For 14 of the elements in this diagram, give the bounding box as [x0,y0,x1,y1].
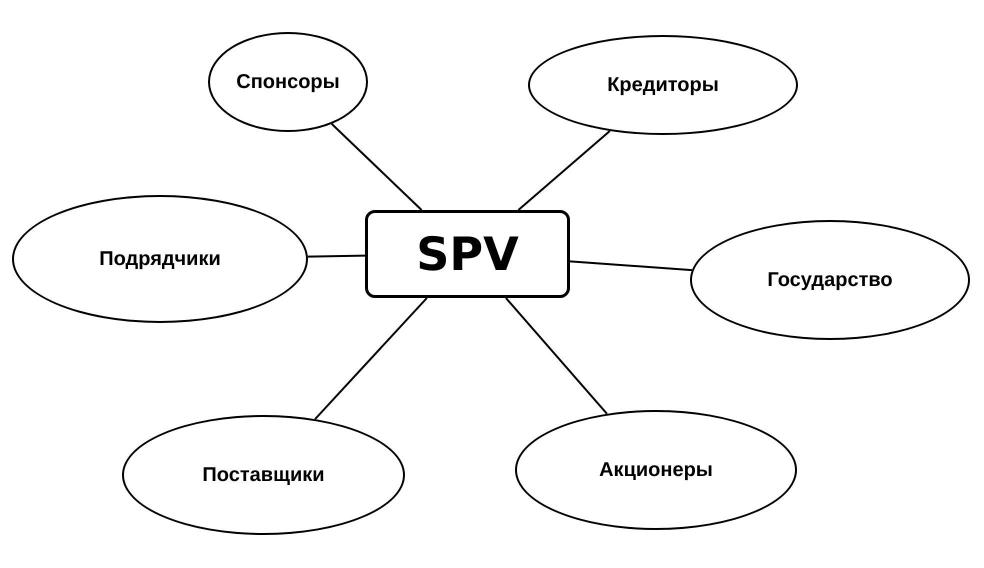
node-label: Спонсоры [236,70,340,94]
node-label: Кредиторы [607,74,719,96]
node-label: Подрядчики [99,248,221,270]
connector-line [518,130,610,211]
connector-line [331,123,422,211]
central-box [365,210,570,298]
node-label: SPV [416,227,519,281]
connector-line [314,297,428,420]
connector-line [505,297,608,414]
connector-line [570,260,692,272]
node-label: Акционеры [599,458,713,482]
node-label: Государство [767,268,893,292]
connector-line [308,254,366,258]
node-label: Поставщики [202,464,325,486]
